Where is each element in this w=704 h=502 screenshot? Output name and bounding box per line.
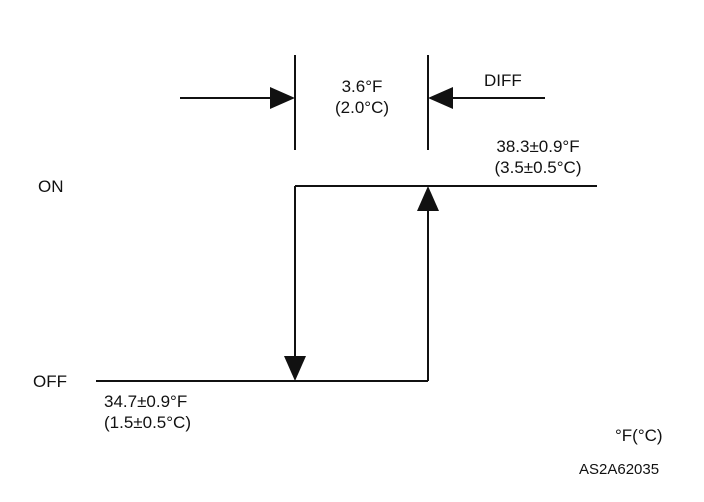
off-point-value: 34.7±0.9°F (1.5±0.5°C) [104,391,191,433]
differential-celsius: (2.0°C) [334,98,390,117]
off-point-celsius: (1.5±0.5°C) [104,413,191,432]
on-point-fahrenheit: 38.3±0.9°F [496,137,580,156]
turn-off-arrow-head [284,356,306,381]
state-on-label: ON [38,177,64,196]
diff-arrow-left-head [270,87,295,109]
on-point-celsius: (3.5±0.5°C) [494,158,582,177]
diff-label: DIFF [484,71,522,90]
diff-arrow-right-head [428,87,453,109]
differential-fahrenheit: 3.6°F [341,77,383,96]
on-point-value: 38.3±0.9°F (3.5±0.5°C) [476,136,600,178]
unit-label: °F(°C) [615,426,663,445]
off-point-fahrenheit: 34.7±0.9°F [104,392,188,411]
state-off-label: OFF [33,372,67,391]
differential-value: 3.6°F (2.0°C) [300,76,424,118]
figure-code: AS2A62035 [579,461,660,478]
turn-on-arrow-head [417,186,439,211]
